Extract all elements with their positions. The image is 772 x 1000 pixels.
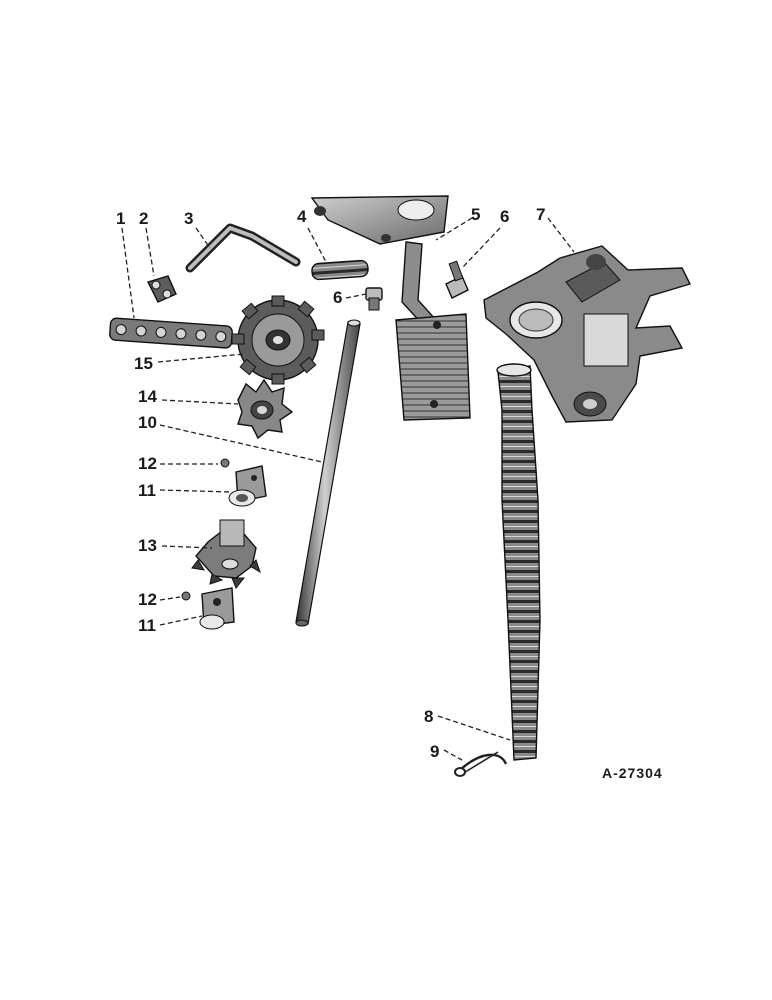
set-screw-upper: [220, 458, 230, 468]
hairpin-clip: [454, 751, 508, 777]
callout-5: 5: [471, 205, 480, 224]
callout-4: 4: [297, 207, 307, 226]
bolt-upper: [445, 260, 469, 299]
drive-chain: [109, 317, 233, 349]
drive-shaft: [295, 319, 361, 627]
callout-2: 2: [139, 209, 148, 228]
callout-6-lower: 6: [333, 288, 342, 307]
callout-13: 13: [138, 536, 157, 555]
flexible-seed-tube: [496, 363, 541, 761]
callout-1: 1: [116, 209, 125, 228]
bevel-gear: [191, 519, 261, 589]
leader-lines: [121, 217, 575, 761]
crank-rod: [185, 223, 301, 273]
callout-6-upper: 6: [500, 207, 509, 226]
callout-8: 8: [424, 707, 433, 726]
figure-reference-number: A-27304: [602, 765, 663, 781]
bolt-lower: [365, 287, 383, 311]
small-sprocket: [237, 378, 294, 440]
connecting-link: [147, 275, 177, 303]
set-screw-lower: [181, 591, 191, 601]
callout-12-upper: 12: [138, 454, 157, 473]
pedal-bracket-assembly: [310, 195, 471, 421]
callout-10: 10: [138, 413, 157, 432]
large-sprocket: [231, 295, 325, 385]
callout-11-upper: 11: [138, 481, 156, 500]
callout-labels: 1 2 3 4 5 6 6 7 8 9 10 11 11 12 12 13 14…: [116, 205, 545, 761]
collar-lower: [199, 587, 235, 630]
callout-12-lower: 12: [138, 590, 157, 609]
callout-14: 14: [138, 387, 157, 406]
callout-9: 9: [430, 742, 439, 761]
collar-upper: [228, 465, 267, 507]
coil-spring: [311, 259, 369, 281]
callout-7: 7: [536, 205, 545, 224]
hopper-casting: [483, 245, 691, 423]
callout-3: 3: [184, 209, 193, 228]
callout-15: 15: [134, 354, 153, 373]
callout-11-lower: 11: [138, 616, 156, 635]
